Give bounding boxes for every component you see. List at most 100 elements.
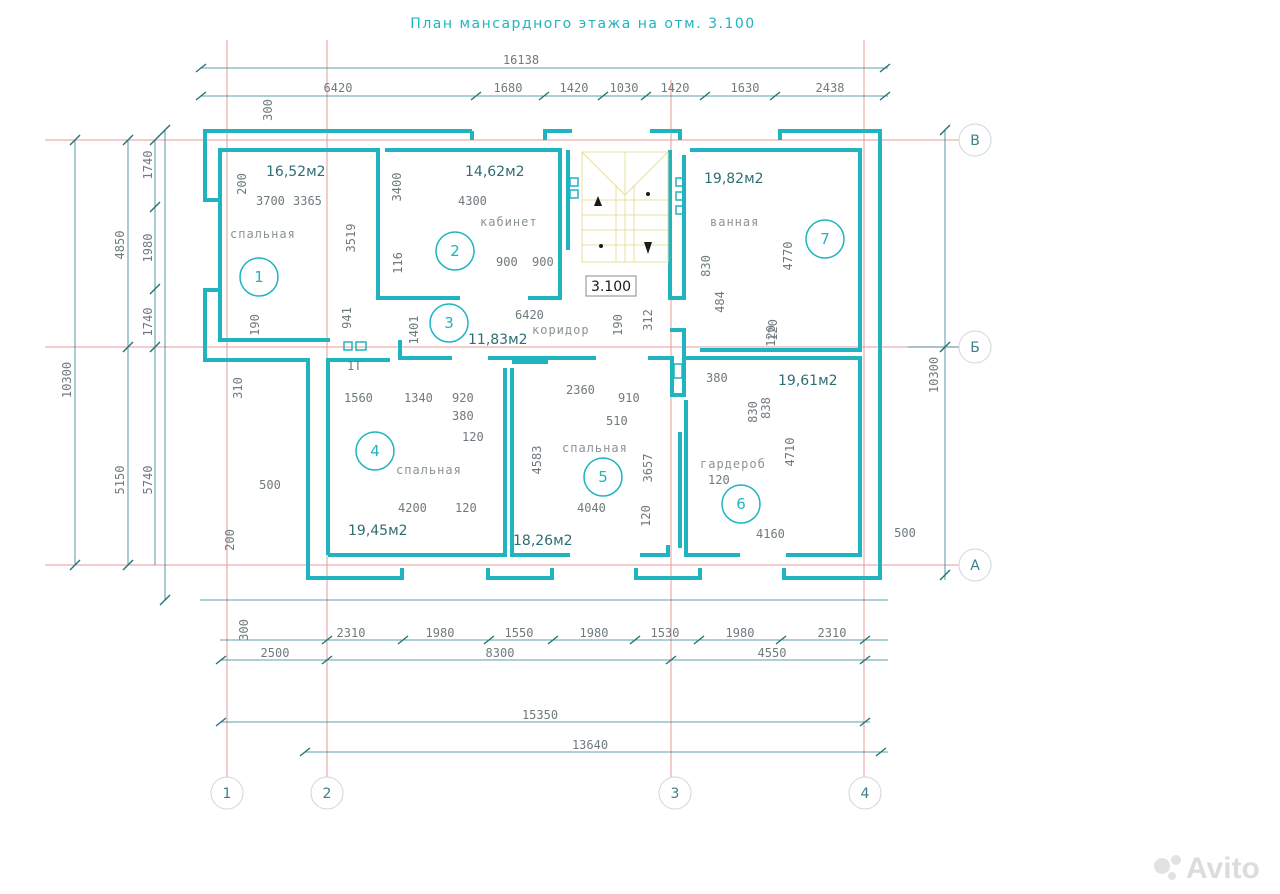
svg-text:4300: 4300	[458, 194, 487, 208]
svg-text:4160: 4160	[756, 527, 785, 541]
room-5-name: спальная	[562, 441, 628, 455]
svg-text:120: 120	[766, 319, 780, 341]
svg-text:4040: 4040	[577, 501, 606, 515]
room-4-area: 19,45м2	[348, 523, 408, 539]
svg-text:1560: 1560	[344, 391, 373, 405]
svg-text:920: 920	[452, 391, 474, 405]
plan-title: План мансардного этажа на отм. 3.100	[410, 16, 755, 32]
axis-v-bubble	[958, 123, 992, 157]
room-7-number: 7	[820, 230, 830, 248]
svg-text:3400: 3400	[390, 173, 404, 202]
avito-watermark: Avito	[1154, 852, 1260, 885]
level-mark: 3.100	[591, 279, 631, 295]
room-4-number: 4	[370, 442, 380, 460]
room-5-circle	[583, 457, 623, 497]
svg-text:1980: 1980	[726, 626, 755, 640]
svg-text:312: 312	[641, 309, 655, 331]
axis-2-label: 2	[323, 786, 332, 802]
svg-text:1980: 1980	[580, 626, 609, 640]
axis-1-label: 1	[223, 786, 232, 802]
axis-3-bubble	[658, 776, 692, 810]
room-6-circle	[721, 484, 761, 524]
svg-text:1740: 1740	[141, 308, 155, 337]
room-1-area: 16,52м2	[266, 164, 326, 180]
svg-text:380: 380	[452, 409, 474, 423]
room-3-number: 3	[444, 314, 454, 332]
room-2-area: 14,62м2	[465, 164, 525, 180]
room-2-name: кабинет	[480, 215, 538, 229]
svg-text:120: 120	[639, 505, 653, 527]
room-6-area: 19,61м2	[778, 373, 838, 389]
svg-text:116: 116	[391, 252, 405, 274]
svg-text:10300: 10300	[927, 357, 941, 393]
svg-text:484: 484	[713, 291, 727, 313]
room-names: спальная кабинет коридор спальная спальн…	[230, 215, 766, 477]
axis-1-bubble	[210, 776, 244, 810]
staircase	[581, 151, 669, 263]
svg-text:2310: 2310	[337, 626, 366, 640]
axis-4-bubble	[848, 776, 882, 810]
room-4-circle	[355, 431, 395, 471]
svg-text:1980: 1980	[426, 626, 455, 640]
svg-text:200: 200	[223, 529, 237, 551]
axis-3-label: 3	[671, 786, 680, 802]
svg-text:120: 120	[764, 325, 778, 347]
svg-text:1680: 1680	[494, 81, 523, 95]
room-7-area: 19,82м2	[704, 171, 764, 187]
room-7-name: ванная	[710, 215, 759, 229]
svg-text:5150: 5150	[113, 466, 127, 495]
svg-text:300: 300	[261, 99, 275, 121]
svg-text:838: 838	[759, 397, 773, 419]
svg-text:3657: 3657	[641, 454, 655, 483]
room-3-name: коридор	[532, 323, 590, 337]
svg-text:2500: 2500	[261, 646, 290, 660]
room-markers: 1 2 3 4 5 6 7	[239, 219, 845, 524]
axis-a-label: А	[970, 558, 980, 574]
svg-text:120: 120	[708, 473, 730, 487]
svg-text:10300: 10300	[60, 362, 74, 398]
svg-text:830: 830	[699, 255, 713, 277]
room-6-name: гардероб	[700, 457, 766, 471]
svg-text:2360: 2360	[566, 383, 595, 397]
svg-text:4550: 4550	[758, 646, 787, 660]
axis-a-bubble	[958, 548, 992, 582]
room-1-circle	[239, 257, 279, 297]
svg-text:500: 500	[259, 478, 281, 492]
svg-text:4770: 4770	[781, 242, 795, 271]
room-areas: 16,52м2 14,62м2 11,83м2 19,45м2 18,26м2 …	[266, 164, 838, 549]
room-1-name: спальная	[230, 227, 296, 241]
svg-text:941: 941	[340, 307, 354, 329]
svg-text:120: 120	[455, 501, 477, 515]
svg-text:300: 300	[237, 619, 251, 641]
svg-text:510: 510	[606, 414, 628, 428]
svg-text:4200: 4200	[398, 501, 427, 515]
svg-text:900: 900	[496, 255, 518, 269]
svg-text:15350: 15350	[522, 708, 558, 722]
inner-walls	[218, 131, 862, 557]
svg-text:3365: 3365	[293, 194, 322, 208]
svg-text:910: 910	[618, 391, 640, 405]
svg-text:1340: 1340	[404, 391, 433, 405]
svg-text:1030: 1030	[610, 81, 639, 95]
svg-text:1980: 1980	[141, 234, 155, 263]
axis-v-label: В	[970, 133, 980, 149]
svg-text:6420: 6420	[515, 308, 544, 322]
svg-text:190: 190	[611, 314, 625, 336]
svg-text:6420: 6420	[324, 81, 353, 95]
vent-shafts	[343, 177, 685, 379]
svg-text:4583: 4583	[530, 446, 544, 475]
svg-text:900: 900	[532, 255, 554, 269]
room-3-area: 11,83м2	[468, 332, 528, 348]
svg-text:13640: 13640	[572, 738, 608, 752]
level-mark-box	[585, 275, 637, 297]
axis-4-label: 4	[861, 786, 870, 802]
room-4-name: спальная	[396, 463, 462, 477]
axis-b-bubble	[958, 330, 992, 364]
svg-text:500: 500	[894, 526, 916, 540]
room-6-number: 6	[736, 495, 746, 513]
svg-text:4710: 4710	[783, 438, 797, 467]
svg-text:1420: 1420	[661, 81, 690, 95]
axis-b-label: Б	[970, 340, 980, 356]
svg-text:16138: 16138	[503, 53, 539, 67]
